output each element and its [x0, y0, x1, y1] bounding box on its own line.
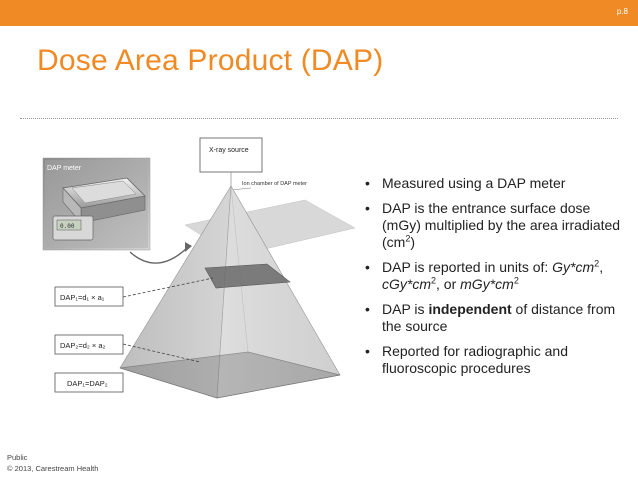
bullet-3-text: DAP is reported in units of:	[382, 259, 553, 275]
bullet-item-5: Reported for radiographic and fluoroscop…	[362, 343, 622, 377]
footer: Public © 2013, Carestream Health	[7, 452, 98, 474]
bullet-4-rest: of distance from the source	[382, 301, 616, 334]
xray-source-label: X-ray source	[209, 147, 249, 154]
formula-box-2: DAP₂=d₂ × a₂	[54, 334, 124, 355]
curved-arrow-icon	[129, 242, 192, 264]
footer-copyright: © 2013, Carestream Health	[7, 464, 99, 473]
footer-classification: Public	[7, 453, 28, 462]
bullet-item-2: DAP is the entrance surface dose (mGy) m…	[362, 200, 622, 251]
unit-cgy-cm2: cGy*cm	[382, 276, 431, 292]
bullet-2-superscript: 2	[405, 233, 411, 244]
dap-diagram-svg: 0.00 DAP meter X-ray source Ion chamber …	[42, 137, 356, 399]
unit-gy-cm2: Gy*cm	[552, 259, 595, 275]
unit-mgy-cm2: mGy*cm	[460, 276, 514, 292]
bullet-5-text: Reported for radiographic and fluoroscop…	[382, 343, 569, 376]
bullet-2-close: )	[410, 234, 416, 250]
bullet-4-emphasis: independent	[428, 301, 512, 317]
xray-source: X-ray source	[199, 137, 263, 173]
bullet-2-text: DAP is the entrance surface dose (mGy) m…	[382, 200, 621, 250]
unit-mgy-superscript: 2	[513, 275, 519, 286]
bullet-list: Measured using a DAP meter DAP is the en…	[362, 175, 622, 385]
unit-separator-2: , or	[436, 276, 461, 292]
formula-1-text: DAP₁=d₁ × a₁	[60, 293, 105, 302]
formula-2-text: DAP₂=d₂ × a₂	[60, 341, 106, 350]
page-number: p.8	[616, 7, 628, 16]
ion-chamber-label: Ion chamber of DAP meter	[242, 181, 307, 187]
unit-cgy-superscript: 2	[431, 275, 437, 286]
cross-section-plane-2	[119, 351, 341, 399]
unit-gy-superscript: 2	[594, 258, 600, 269]
meter-display-readout: 0.00	[60, 223, 75, 230]
dap-meter-photo: 0.00 DAP meter	[42, 157, 151, 251]
radiation-pyramid	[119, 184, 341, 399]
unit-separator-1: ,	[599, 259, 604, 275]
bullet-item-4: DAP is independent of distance from the …	[362, 301, 622, 335]
title-divider	[20, 118, 618, 119]
bullet-item-1: Measured using a DAP meter	[362, 175, 622, 192]
header-bar: p.8	[0, 0, 638, 26]
cross-section-plane-1	[204, 263, 291, 289]
bullet-item-3: DAP is reported in units of: Gy*cm2, cGy…	[362, 259, 622, 293]
bullet-4-text: DAP is	[382, 301, 429, 317]
dap-meter-label: DAP meter	[47, 165, 82, 172]
slide-title: Dose Area Product (DAP)	[37, 44, 384, 77]
bullet-1-text: Measured using a DAP meter	[382, 175, 566, 191]
formula-total-text: DAP₁=DAP₂	[67, 379, 108, 388]
dap-diagram: 0.00 DAP meter X-ray source Ion chamber …	[35, 130, 365, 410]
formula-box-total: DAP₁=DAP₂	[54, 372, 124, 393]
formula-box-1: DAP₁=d₁ × a₁	[54, 286, 124, 307]
